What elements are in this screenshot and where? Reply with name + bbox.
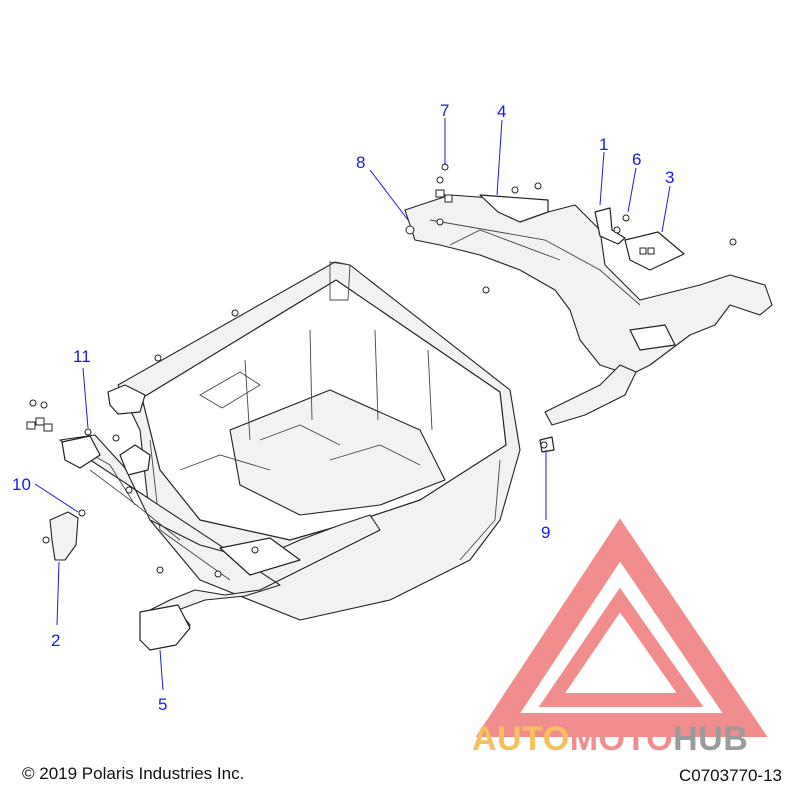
cargo-box xyxy=(107,261,521,621)
callout-7: 7 xyxy=(440,101,449,120)
part-2-cover xyxy=(49,511,79,561)
watermark-logo: AUTOMOTOHUB xyxy=(472,518,768,758)
callouts: 1 2 3 4 5 6 7 8 9 10 11 xyxy=(12,101,674,714)
watermark-auto: AUTO xyxy=(472,720,570,758)
part-5-front-bracket xyxy=(59,434,381,651)
fasteners xyxy=(26,163,737,578)
callout-5: 5 xyxy=(158,695,167,714)
part-1-bracket xyxy=(594,207,626,245)
callout-11: 11 xyxy=(73,347,91,366)
callout-3: 3 xyxy=(665,168,674,187)
leader-lines xyxy=(34,118,671,691)
callout-2: 2 xyxy=(51,631,60,650)
callout-1: 1 xyxy=(599,135,608,154)
watermark-triangle-icon xyxy=(475,518,768,737)
part-4-rear-bracket xyxy=(404,194,773,376)
rear-right-rail xyxy=(539,364,637,453)
callout-4: 4 xyxy=(497,102,506,121)
callout-10: 10 xyxy=(12,475,31,494)
part-3-plate xyxy=(624,231,685,271)
callout-6: 6 xyxy=(632,150,641,169)
copyright-notice: © 2019 Polaris Industries Inc. xyxy=(22,764,245,783)
figure-code: C0703770-13 xyxy=(678,766,782,785)
watermark-hub: HUB xyxy=(673,720,748,758)
watermark-moto: MOTO xyxy=(570,720,673,758)
callout-8: 8 xyxy=(356,153,365,172)
svg-text:AUTOMOTOHUB: AUTOMOTOHUB xyxy=(472,720,748,758)
callout-9: 9 xyxy=(541,523,550,542)
